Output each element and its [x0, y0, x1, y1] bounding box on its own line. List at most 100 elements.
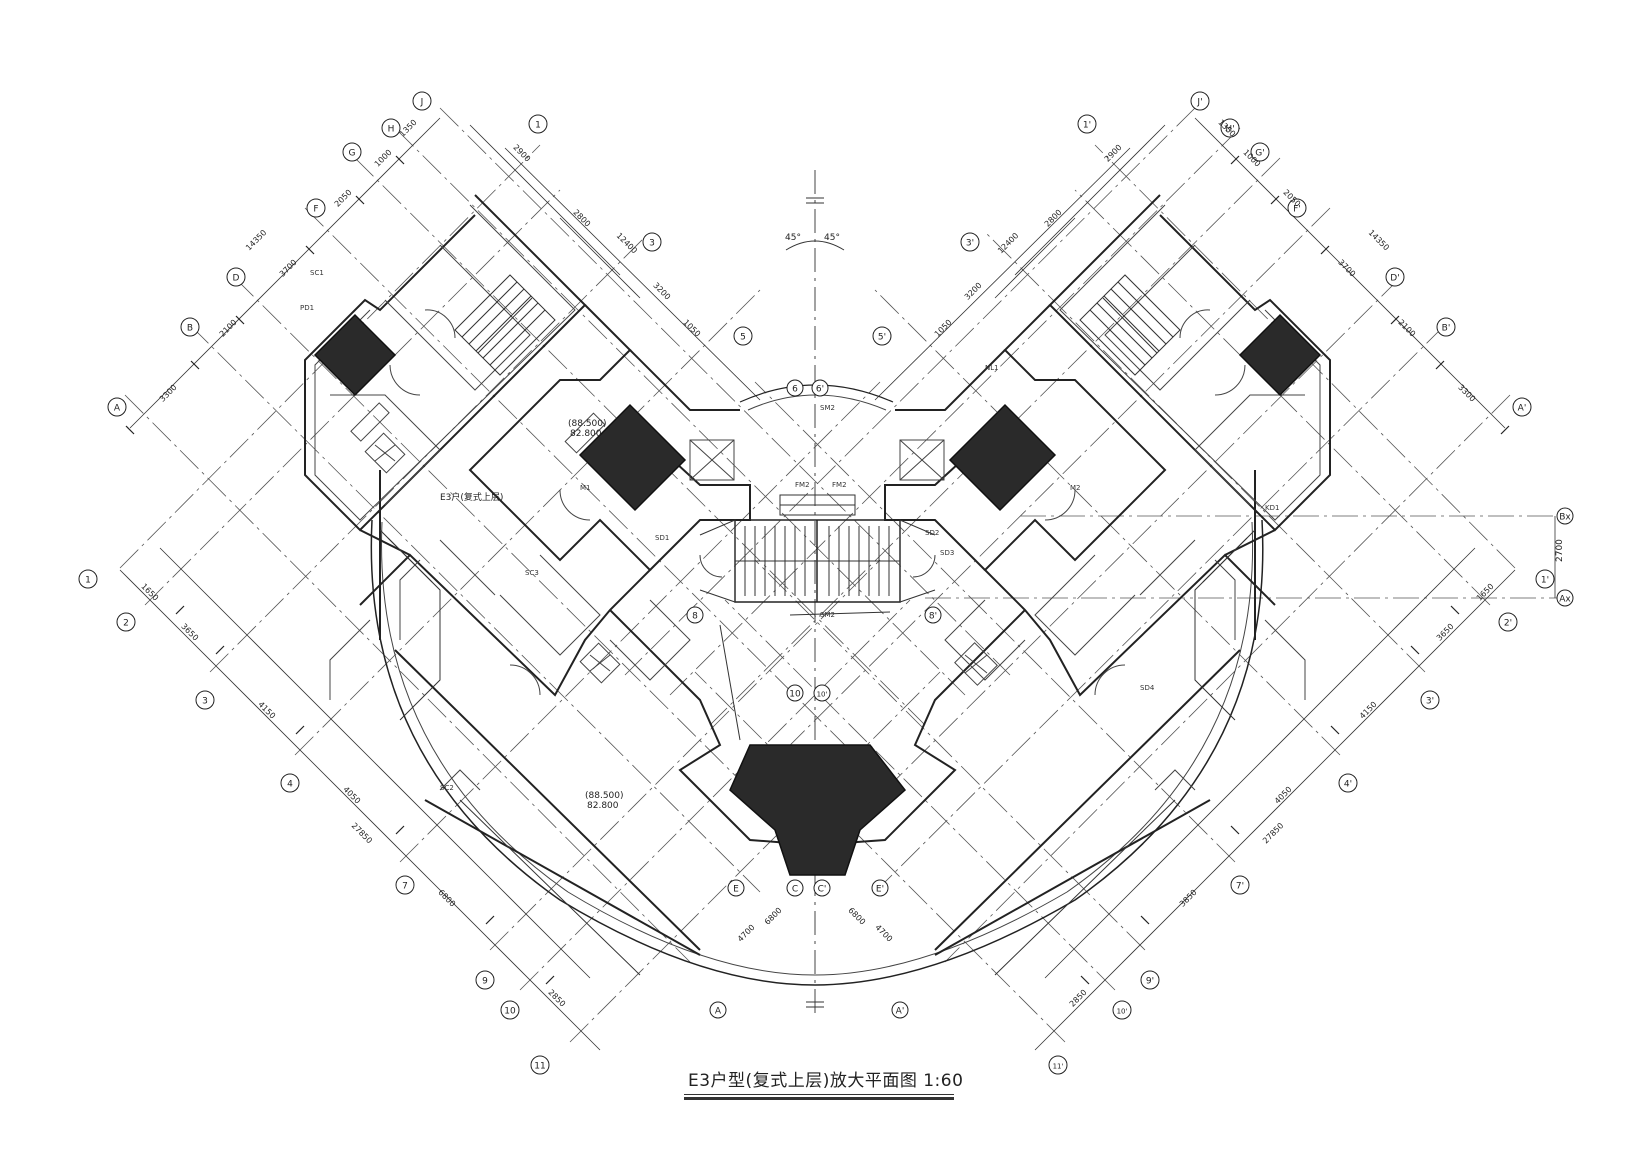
dim-left-0: 1350	[398, 118, 419, 139]
grid-bubble-center-7: E'	[876, 885, 884, 895]
dim-right-15: 2800	[1043, 208, 1064, 229]
grid-bubble-left-13: 10	[504, 1007, 516, 1017]
dim-left-4: 3700	[278, 258, 299, 279]
grid-bubble-right-11-circle	[1230, 875, 1250, 895]
grid-bubble-left-top-0-circle	[528, 114, 548, 134]
room-code-3: SD1	[655, 534, 669, 542]
grid-bubble-right-5-circle	[1436, 317, 1456, 337]
room-code-13: NL1	[985, 364, 999, 372]
grid-bubble-right-6: A'	[1518, 404, 1527, 414]
dim-left-13: 2850	[546, 988, 567, 1009]
grid-bubble-center-11: A'	[896, 1007, 905, 1017]
dimension-ticks-left	[125, 155, 555, 985]
grid-bubble-left-top-1-circle	[642, 232, 662, 252]
grid-bubble-center-1-circle	[811, 379, 829, 397]
grid-bubble-center-12-circle	[1556, 507, 1574, 525]
dim-left-2: 2050	[333, 188, 354, 209]
dim-left-10: 4050	[341, 785, 362, 806]
dimension-lines-left	[119, 117, 761, 1051]
dim-left-5: 2100	[218, 318, 239, 339]
grid-bubble-center-7-circle	[871, 879, 889, 897]
grid-bubble-right-3: F'	[1293, 205, 1301, 215]
door-swings	[389, 309, 1246, 696]
angle-label-right: 45°	[824, 233, 840, 243]
grid-bubble-right-1-circle	[1220, 118, 1240, 138]
grid-bubble-left-8: 2	[123, 619, 129, 629]
room-code-7: FM2	[795, 481, 810, 489]
grid-bubble-center-4-circle	[786, 684, 804, 702]
grid-bubble-center-6: E	[733, 885, 739, 895]
grid-bubble-left-4: D	[233, 274, 240, 284]
grid-bubble-right-10: 4'	[1344, 780, 1352, 790]
unit-label: E3户(复式上层)	[440, 491, 503, 503]
grid-bubble-center-2: 8	[692, 612, 698, 622]
grid-bubble-right-top-0-circle	[1077, 114, 1097, 134]
grid-bubble-right-9: 3'	[1426, 697, 1434, 707]
grid-bubble-center-5: 10'	[817, 691, 828, 699]
dim-right-3: 14350	[1367, 228, 1391, 252]
grid-bubble-right-5: B'	[1442, 324, 1451, 334]
grid-bubble-left-6: A	[114, 404, 121, 414]
dim-right-18: 1050	[933, 318, 954, 339]
grid-bubble-right-1: H'	[1225, 125, 1234, 135]
balcony-rails	[379, 529, 1256, 976]
dim-left-6: 3300	[158, 383, 179, 404]
room-code-8: FM2	[832, 481, 847, 489]
dim-right-11: 27850	[1261, 821, 1285, 845]
grid-bubble-center-5-circle	[813, 684, 831, 702]
dim-left-3: 14350	[244, 228, 268, 252]
grid-bubble-center-1: 6'	[816, 385, 824, 395]
grid-bubble-left-top-1: 3	[649, 239, 655, 249]
grid-bubble-left-11-circle	[395, 875, 415, 895]
room-code-4: SD2	[925, 529, 939, 537]
dim-left-16: 12400	[615, 231, 639, 255]
grid-bubble-left-5-circle	[180, 317, 200, 337]
curved-facade-outer	[370, 519, 1264, 986]
drawing-title: E3户型(复式上层)放大平面图 1:60	[688, 1071, 964, 1091]
grid-bubble-center-13-circle	[1556, 589, 1574, 607]
curved-facade-inner	[381, 521, 1254, 976]
grid-bubble-left-11: 7	[402, 882, 408, 892]
dim-left-14: 2900	[511, 143, 532, 164]
title-underline-thick	[684, 1097, 954, 1100]
right-stair	[1079, 274, 1181, 376]
grid-bubble-center-3-circle	[924, 606, 942, 624]
grid-bubble-center-9: C'	[818, 885, 827, 895]
grid-bubble-right-9-circle	[1420, 690, 1440, 710]
grid-bubble-right-top-1-circle	[960, 232, 980, 252]
grid-bubbles: JHGFDBA1234791011J'H'G'F'D'B'A'1'2'3'4'7…	[78, 91, 1574, 1075]
room-code-12: KD1	[1265, 504, 1279, 512]
grid-bubble-right-10-circle	[1338, 773, 1358, 793]
dim-right-12: 3850	[1178, 888, 1199, 909]
dim-left-18: 1050	[681, 318, 702, 339]
dim-bottom-3: 4700	[873, 923, 894, 944]
grid-bubble-left-7: 1	[85, 576, 91, 586]
angle-arc	[785, 240, 845, 251]
grid-bubble-left-2-circle	[342, 142, 362, 162]
elev-label-4: 82.800	[587, 801, 619, 811]
grid-bubble-right-4: D'	[1390, 274, 1399, 284]
grid-bubble-left-8-circle	[116, 612, 136, 632]
grid-bubble-right-7: 1'	[1541, 576, 1549, 586]
dim-right-5: 2100	[1396, 318, 1417, 339]
room-code-10: M1	[580, 484, 591, 492]
dim-left-17: 3200	[651, 281, 672, 302]
grid-bubble-right-0-circle	[1190, 91, 1210, 111]
dim-right-4: 3700	[1336, 258, 1357, 279]
hatched-shafts	[313, 313, 1322, 876]
grid-bubble-left-10-circle	[280, 773, 300, 793]
grid-bubble-center-4: 10	[789, 690, 801, 700]
grid-bubble-right-12: 9'	[1146, 977, 1154, 987]
grid-bubble-left-5: B	[187, 324, 193, 334]
grid-bubble-center-12: Bx	[1559, 513, 1571, 523]
dim-left-11: 27850	[350, 821, 374, 845]
right-unit-walls	[814, 194, 1331, 956]
room-code-9: PD1	[300, 304, 314, 312]
grid-bubble-center-8-circle	[786, 879, 804, 897]
grid-bubble-left-1-circle	[381, 118, 401, 138]
grid-bubble-left-2: G	[349, 149, 356, 159]
grid-bubble-right-7-circle	[1535, 569, 1555, 589]
fixtures	[350, 402, 998, 686]
room-code-11: M2	[1070, 484, 1081, 492]
